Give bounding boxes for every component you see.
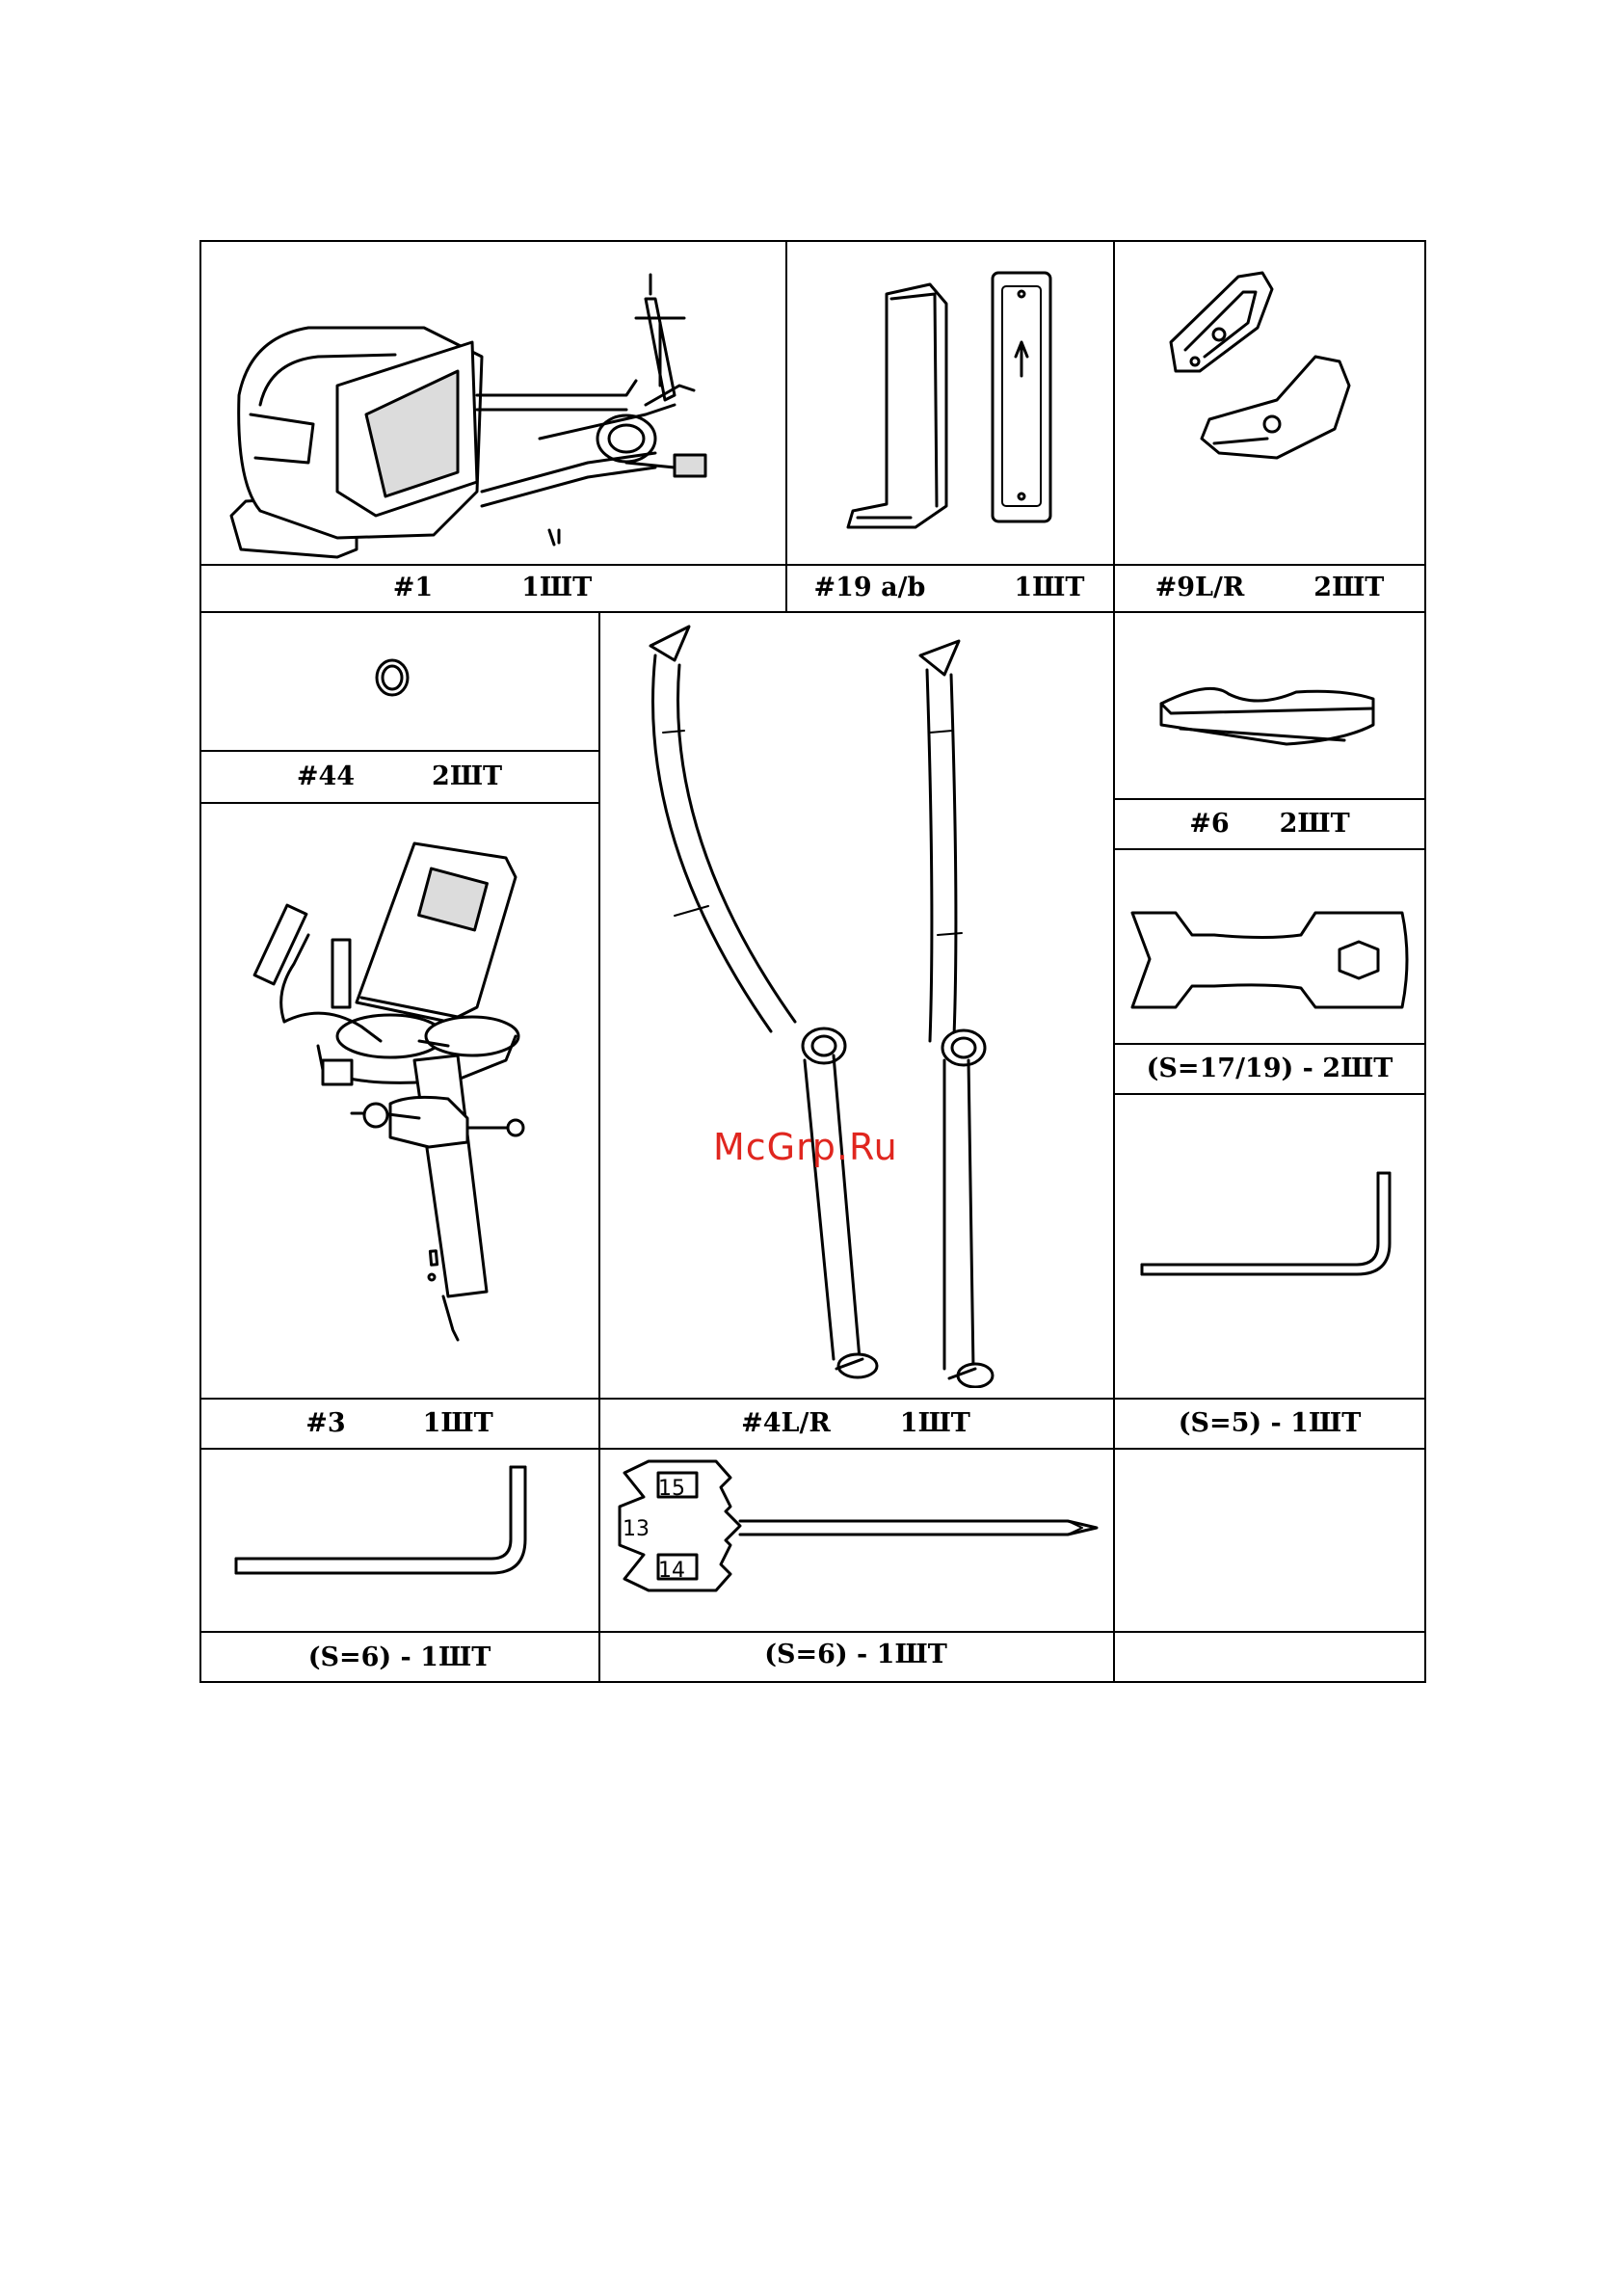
caption-wrench-17-19: (S=17/19) - 2ШТ bbox=[1113, 1043, 1426, 1093]
elliptical-trainer-icon bbox=[222, 270, 761, 559]
row-divider bbox=[199, 802, 599, 804]
caption-multi-wrench: (S=6) - 1ШТ bbox=[598, 1631, 1113, 1677]
tool-label: (S=17/19) - 2ШТ bbox=[1147, 1054, 1393, 1083]
part-number: #3 bbox=[305, 1408, 345, 1438]
side-cover-icon bbox=[829, 265, 1079, 545]
caption-part-1: #1 1ШТ bbox=[199, 564, 785, 611]
row-divider bbox=[199, 1448, 1426, 1450]
column-divider bbox=[785, 240, 787, 612]
caption-hex-key-5: (S=5) - 1ШТ bbox=[1113, 1398, 1426, 1448]
column-divider bbox=[1113, 240, 1115, 1683]
part-quantity: 2ШТ bbox=[1280, 809, 1350, 839]
multi-wrench-screwdriver-icon: 15 13 14 bbox=[605, 1454, 1106, 1598]
tool-label: (S=6) - 1ШТ bbox=[764, 1640, 947, 1669]
watermark: McGrp.Ru bbox=[713, 1126, 898, 1168]
part-number: #4L/R bbox=[741, 1408, 831, 1438]
wrench-size-label: 15 bbox=[658, 1477, 685, 1501]
wrench-size-label: 13 bbox=[623, 1517, 650, 1541]
open-wrench-icon bbox=[1123, 901, 1417, 1017]
cover-pair-icon bbox=[1142, 265, 1393, 487]
console-mast-icon bbox=[217, 839, 583, 1388]
handlebar-arms-icon bbox=[617, 617, 1099, 1388]
part-quantity: 1ШТ bbox=[521, 573, 592, 602]
tool-label: (S=6) - 1ШТ bbox=[308, 1642, 491, 1672]
tool-label: (S=5) - 1ШТ bbox=[1179, 1408, 1362, 1438]
foot-cap-icon bbox=[1152, 665, 1393, 771]
part-number: #44 bbox=[297, 761, 355, 791]
caption-part-6: #6 2ШТ bbox=[1113, 798, 1426, 848]
caption-part-44: #44 2ШТ bbox=[199, 750, 599, 802]
caption-part-19: #19 a/b 1ШТ bbox=[785, 564, 1113, 611]
part-quantity: 1ШТ bbox=[900, 1408, 970, 1438]
caption-hex-key-6: (S=6) - 1ШТ bbox=[199, 1631, 599, 1683]
wrench-size-label: 14 bbox=[658, 1559, 685, 1583]
part-quantity: 2ШТ bbox=[1313, 573, 1384, 602]
row-divider bbox=[1113, 848, 1426, 850]
hex-key-icon bbox=[1137, 1171, 1397, 1287]
part-quantity: 1ШТ bbox=[423, 1408, 493, 1438]
hex-key-icon bbox=[231, 1465, 540, 1590]
part-quantity: 1ШТ bbox=[1014, 573, 1084, 602]
washer-icon bbox=[368, 654, 416, 702]
caption-part-4: #4L/R 1ШТ bbox=[598, 1398, 1113, 1448]
caption-part-3: #3 1ШТ bbox=[199, 1398, 599, 1448]
part-number: #6 bbox=[1189, 809, 1229, 839]
caption-part-9: #9L/R 2ШТ bbox=[1113, 564, 1426, 611]
part-number: #19 a/b bbox=[814, 573, 926, 602]
row-divider bbox=[1113, 1093, 1426, 1095]
row-divider bbox=[199, 611, 1426, 613]
part-quantity: 2ШТ bbox=[432, 761, 502, 791]
part-number: #1 bbox=[393, 573, 433, 602]
part-number: #9L/R bbox=[1155, 573, 1245, 602]
